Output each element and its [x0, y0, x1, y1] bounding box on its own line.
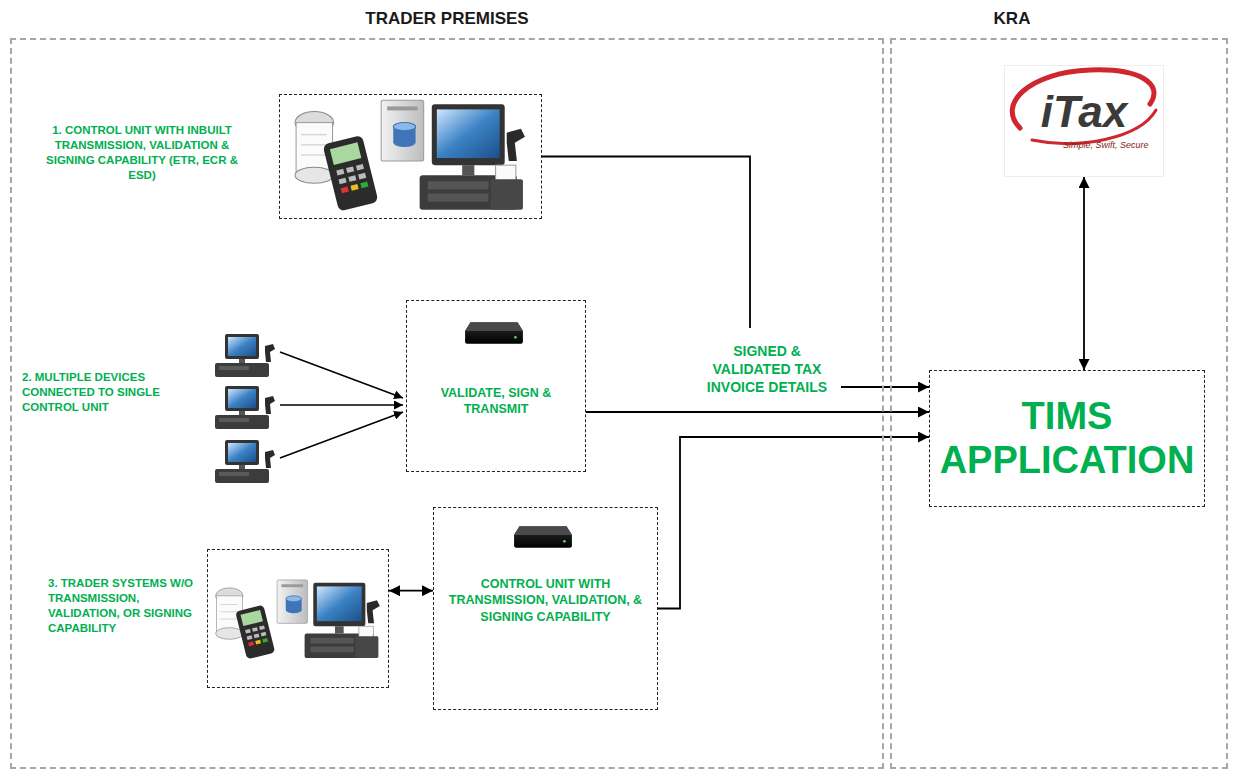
device-arrow	[280, 412, 403, 458]
flow-connector	[389, 590, 433, 592]
application-title: TIMS APPLICATION	[938, 395, 1196, 482]
device-arrow	[280, 352, 403, 398]
control-unit-box: CONTROL UNIT WITH TRANSMISSION, VALIDATI…	[433, 507, 658, 710]
pc-icon	[215, 386, 275, 429]
pos-illustration	[216, 580, 380, 659]
device-box: 1. CONTROL UNIT WITH INBUILT TRANSMISSIO…	[279, 94, 542, 219]
region-panel: KRAiTaxSimple, Swift, SecureTIMS APPLICA…	[890, 38, 1228, 769]
control-unit-box: VALIDATE, SIGN & TRANSMIT	[406, 300, 586, 472]
unit-label: CONTROL UNIT WITH TRANSMISSION, VALIDATI…	[442, 576, 649, 625]
device-arrow	[280, 404, 403, 406]
pc-icon	[215, 440, 275, 483]
device-label: 1. CONTROL UNIT WITH INBUILT TRANSMISSIO…	[46, 123, 238, 183]
flow-connector	[658, 437, 929, 609]
flow-connector	[1083, 177, 1085, 370]
device-box: 3. TRADER SYSTEMS W/O TRANSMISSION, VALI…	[207, 549, 389, 688]
logo-wordmark: iTax	[1005, 90, 1163, 134]
device-label: 2. MULTIPLE DEVICES CONNECTED TO SINGLE …	[22, 370, 187, 415]
logo-tagline: Simple, Swift, Secure	[1063, 140, 1149, 150]
control-unit-icon	[514, 526, 572, 547]
pc-icon	[215, 334, 275, 377]
flow-connector	[586, 411, 929, 413]
control-unit-icon	[465, 322, 523, 343]
flow-label: SIGNED & VALIDATED TAX INVOICE DETAILS	[693, 328, 841, 411]
unit-label: VALIDATE, SIGN & TRANSMIT	[415, 385, 577, 418]
region-heading: TRADER PREMISES	[12, 9, 882, 29]
region-heading: KRA	[952, 9, 1072, 29]
logo-box: iTaxSimple, Swift, Secure	[1004, 65, 1164, 177]
device-label: 3. TRADER SYSTEMS W/O TRANSMISSION, VALI…	[48, 576, 198, 636]
pos-illustration	[295, 100, 525, 211]
application-box: TIMS APPLICATION	[929, 370, 1205, 507]
